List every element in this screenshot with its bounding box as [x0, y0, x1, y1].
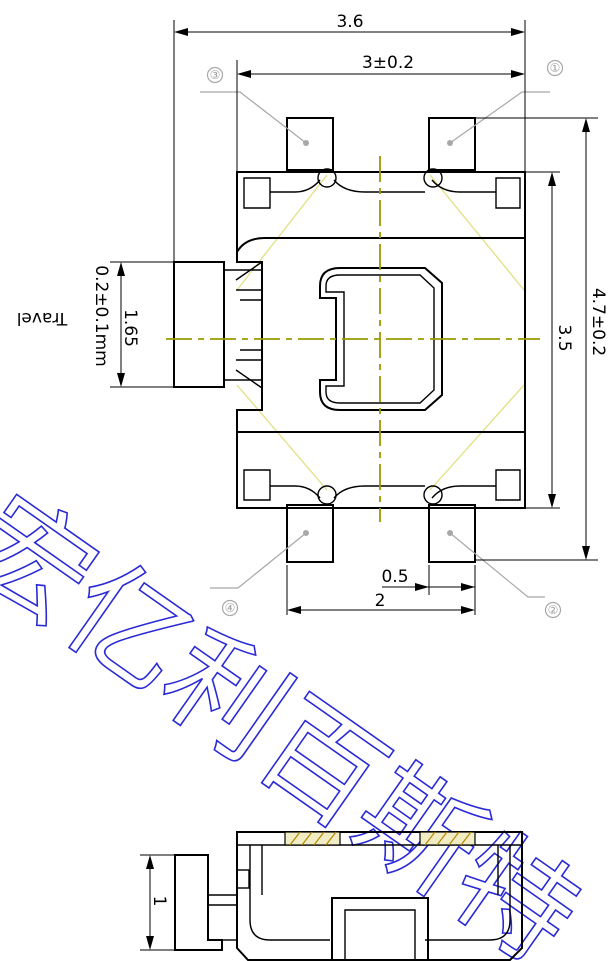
- pin-label-1: ①: [550, 61, 561, 75]
- svg-text:4.7±0.2: 4.7±0.2: [588, 288, 608, 356]
- pin-2-lead: [428, 504, 476, 563]
- side-actuator: [174, 854, 223, 951]
- dimension-overall-width: 3.6: [173, 12, 526, 262]
- svg-text:3±0.2: 3±0.2: [362, 53, 414, 73]
- dimension-actuator-width: 1.65: [110, 261, 174, 388]
- side-view: 1: [140, 831, 523, 961]
- dimension-side-height: 1: [140, 854, 175, 951]
- pin-callouts: ③ ① ④ ②: [200, 59, 564, 619]
- dimension-lead-width: 0.5: [381, 565, 476, 615]
- travel-annotation: Travel 0.2±0.1mm: [17, 265, 111, 366]
- svg-text:0.2±0.1mm: 0.2±0.1mm: [91, 265, 111, 366]
- actuator-button: [173, 261, 225, 388]
- pin-3-lead: [286, 117, 334, 171]
- center-slot-outer: [319, 267, 443, 411]
- pin-label-4: ④: [225, 601, 236, 615]
- pin-1-lead: [428, 117, 476, 171]
- watermark: 宏亿利百斯特: [0, 469, 604, 961]
- svg-text:1.65: 1.65: [120, 309, 140, 347]
- pin-label-3: ③: [210, 68, 221, 82]
- top-view: ③ ① ④ ② 3.6: [17, 12, 608, 619]
- pin-label-2: ②: [548, 603, 559, 617]
- construction-lines: [236, 174, 525, 491]
- pin-4-lead: [286, 504, 334, 563]
- svg-text:1: 1: [149, 896, 169, 907]
- dimension-lead-pitch: 2: [286, 565, 475, 615]
- switch-body-outline: [236, 171, 526, 256]
- svg-text:2: 2: [375, 591, 386, 611]
- svg-text:宏亿利百斯特: 宏亿利百斯特: [0, 470, 603, 961]
- dimension-body-length: 3.5: [525, 171, 574, 509]
- svg-text:3.5: 3.5: [554, 324, 574, 351]
- contact-pad-left: [284, 831, 341, 846]
- svg-text:3.6: 3.6: [336, 12, 363, 32]
- svg-text:0.5: 0.5: [381, 567, 408, 587]
- side-housing: [236, 831, 523, 961]
- svg-text:Travel: Travel: [17, 308, 69, 328]
- contact-pad-right: [419, 831, 476, 846]
- dimension-lead-spacing: 3±0.2: [236, 53, 525, 172]
- dimension-total-length: 4.7±0.2: [475, 117, 608, 561]
- center-slot-inner: [325, 274, 435, 404]
